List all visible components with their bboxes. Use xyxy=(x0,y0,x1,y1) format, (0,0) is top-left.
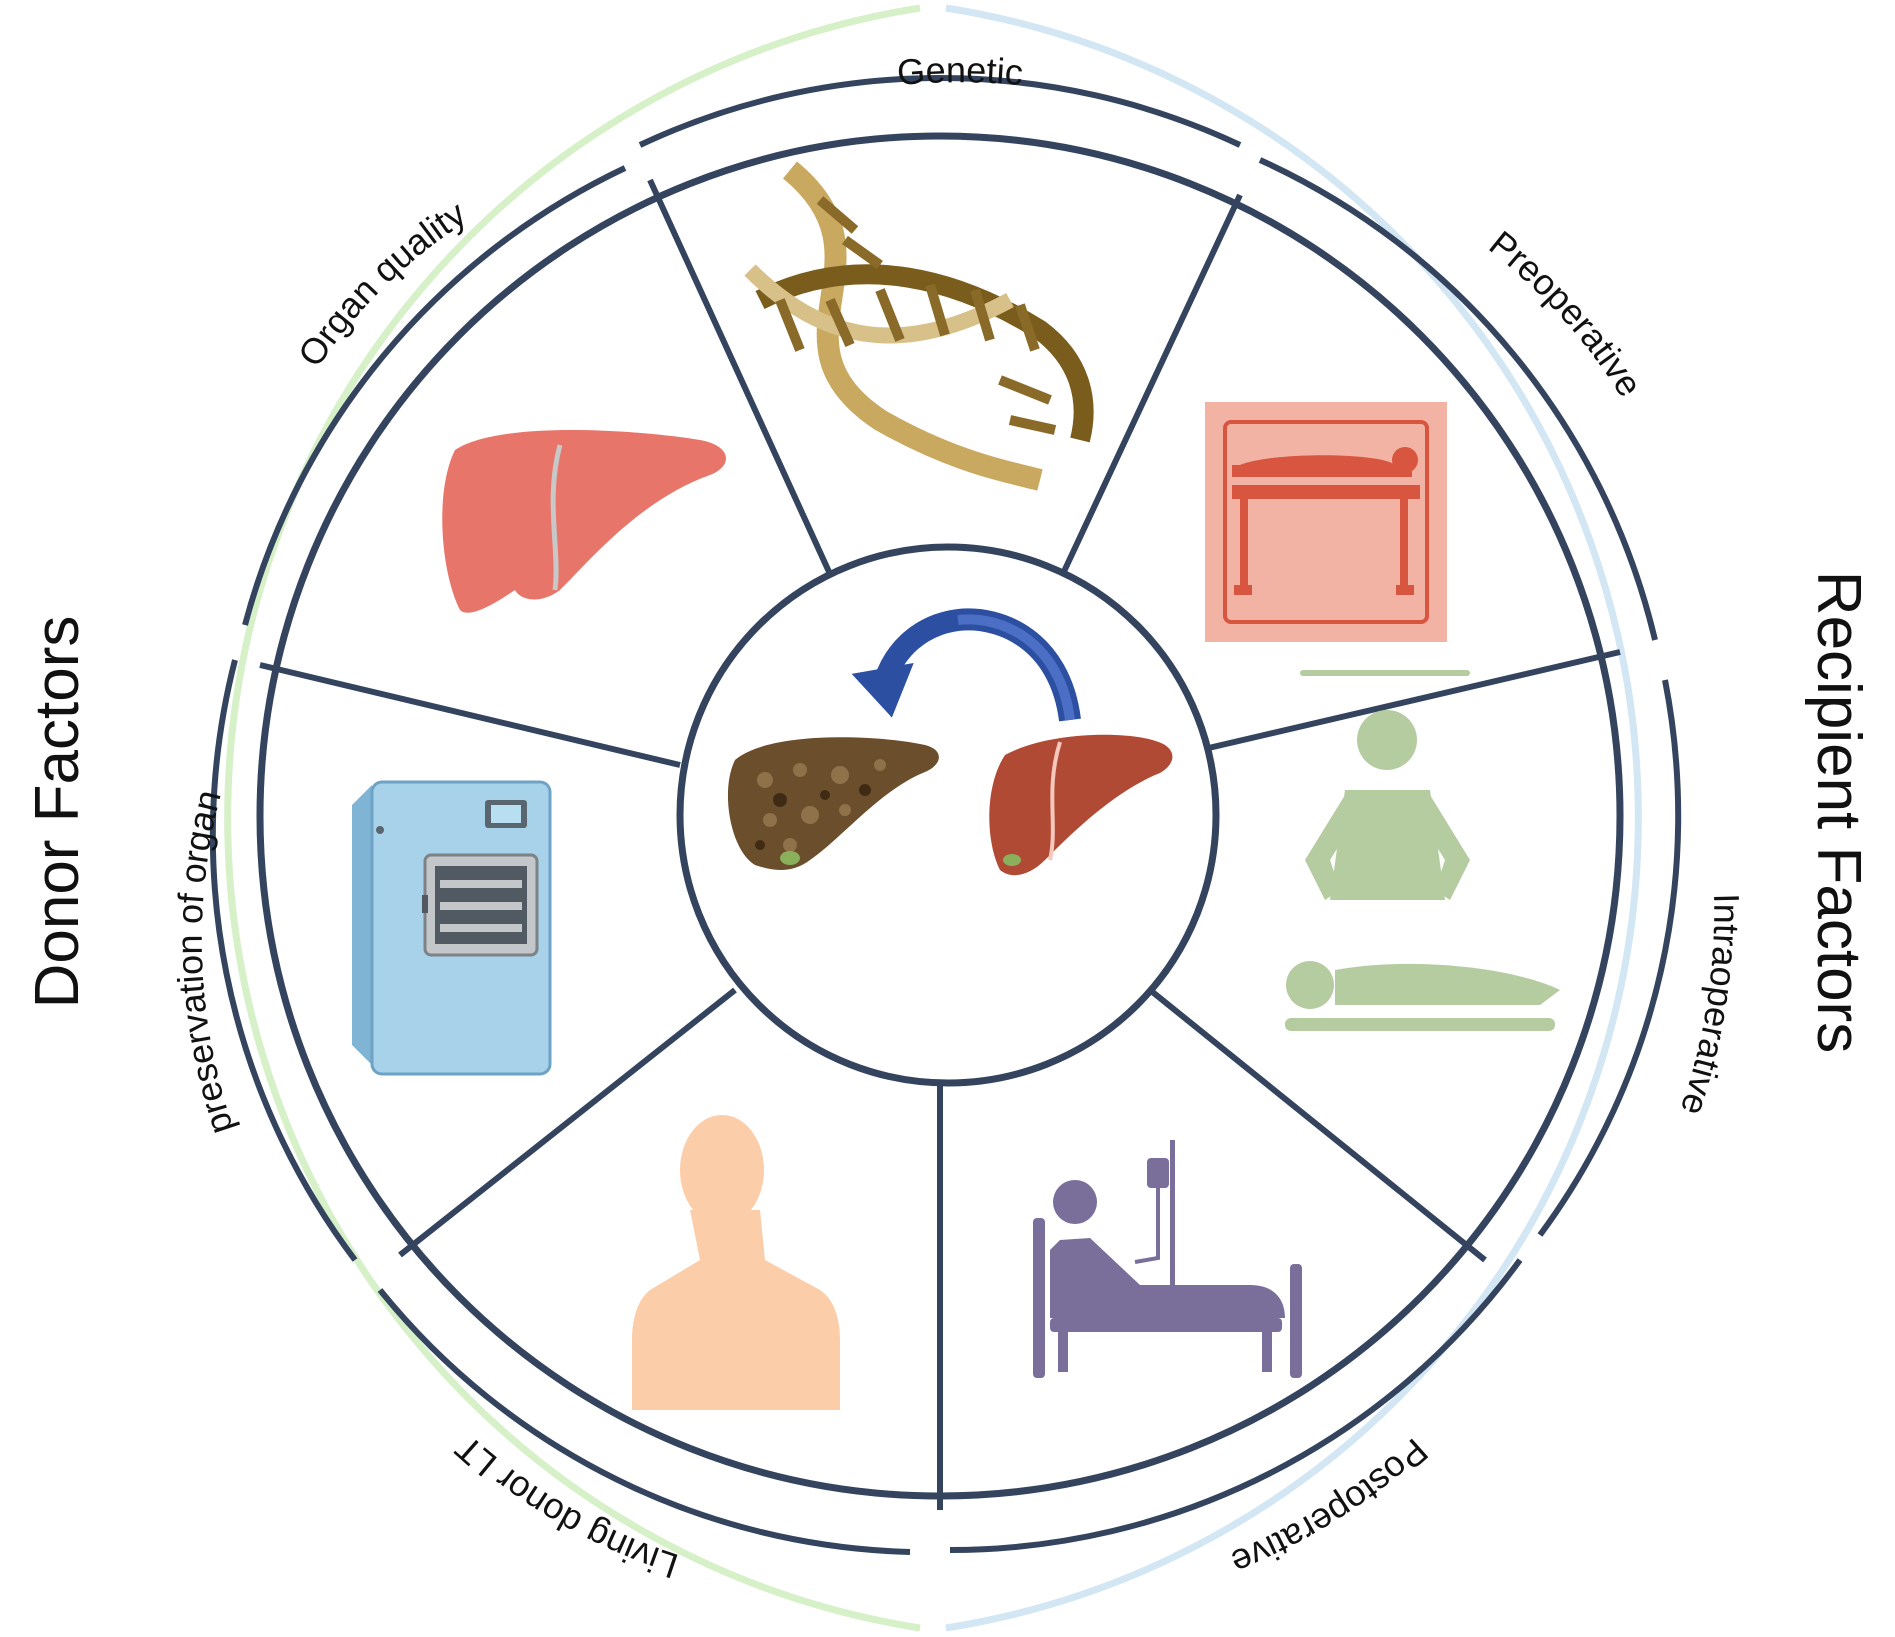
svg-text:Intraoperative: Intraoperative xyxy=(1673,893,1748,1121)
segment-label-genetic: Genetic xyxy=(896,49,1025,93)
donor-factors-title: Donor Factors xyxy=(23,616,92,1009)
svg-text:Genetic: Genetic xyxy=(896,49,1025,93)
operating-table-icon xyxy=(1205,402,1447,642)
segment-label-intraoperative: Intraoperative xyxy=(1673,893,1748,1121)
preservation-machine-icon xyxy=(352,782,550,1074)
recipient-factors-title: Recipient Factors xyxy=(1804,571,1873,1053)
